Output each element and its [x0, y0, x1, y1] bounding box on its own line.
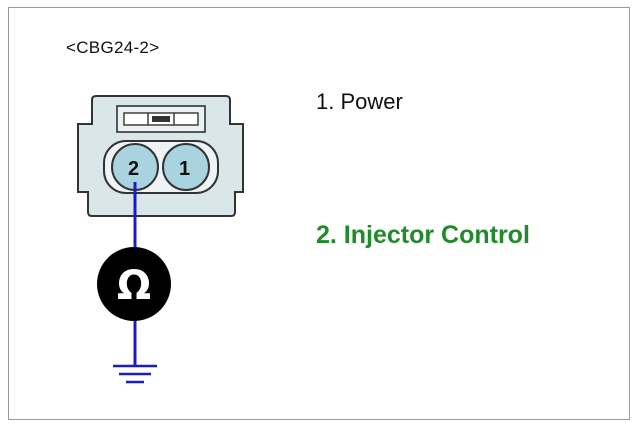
connector-id-label: <CBG24-2> [66, 38, 160, 57]
pin-2-number: 2 [128, 158, 139, 180]
ohmmeter-icon: Ω [97, 247, 171, 321]
pin-1-number: 1 [179, 158, 190, 180]
pin-2-label: 2. Injector Control [316, 221, 530, 249]
connector-icon: 2 1 [77, 95, 244, 217]
ohm-symbol: Ω [117, 263, 151, 309]
ground-icon [113, 364, 157, 384]
pin-1-label: 1. Power [316, 89, 403, 114]
pin-1-circle [162, 143, 210, 191]
